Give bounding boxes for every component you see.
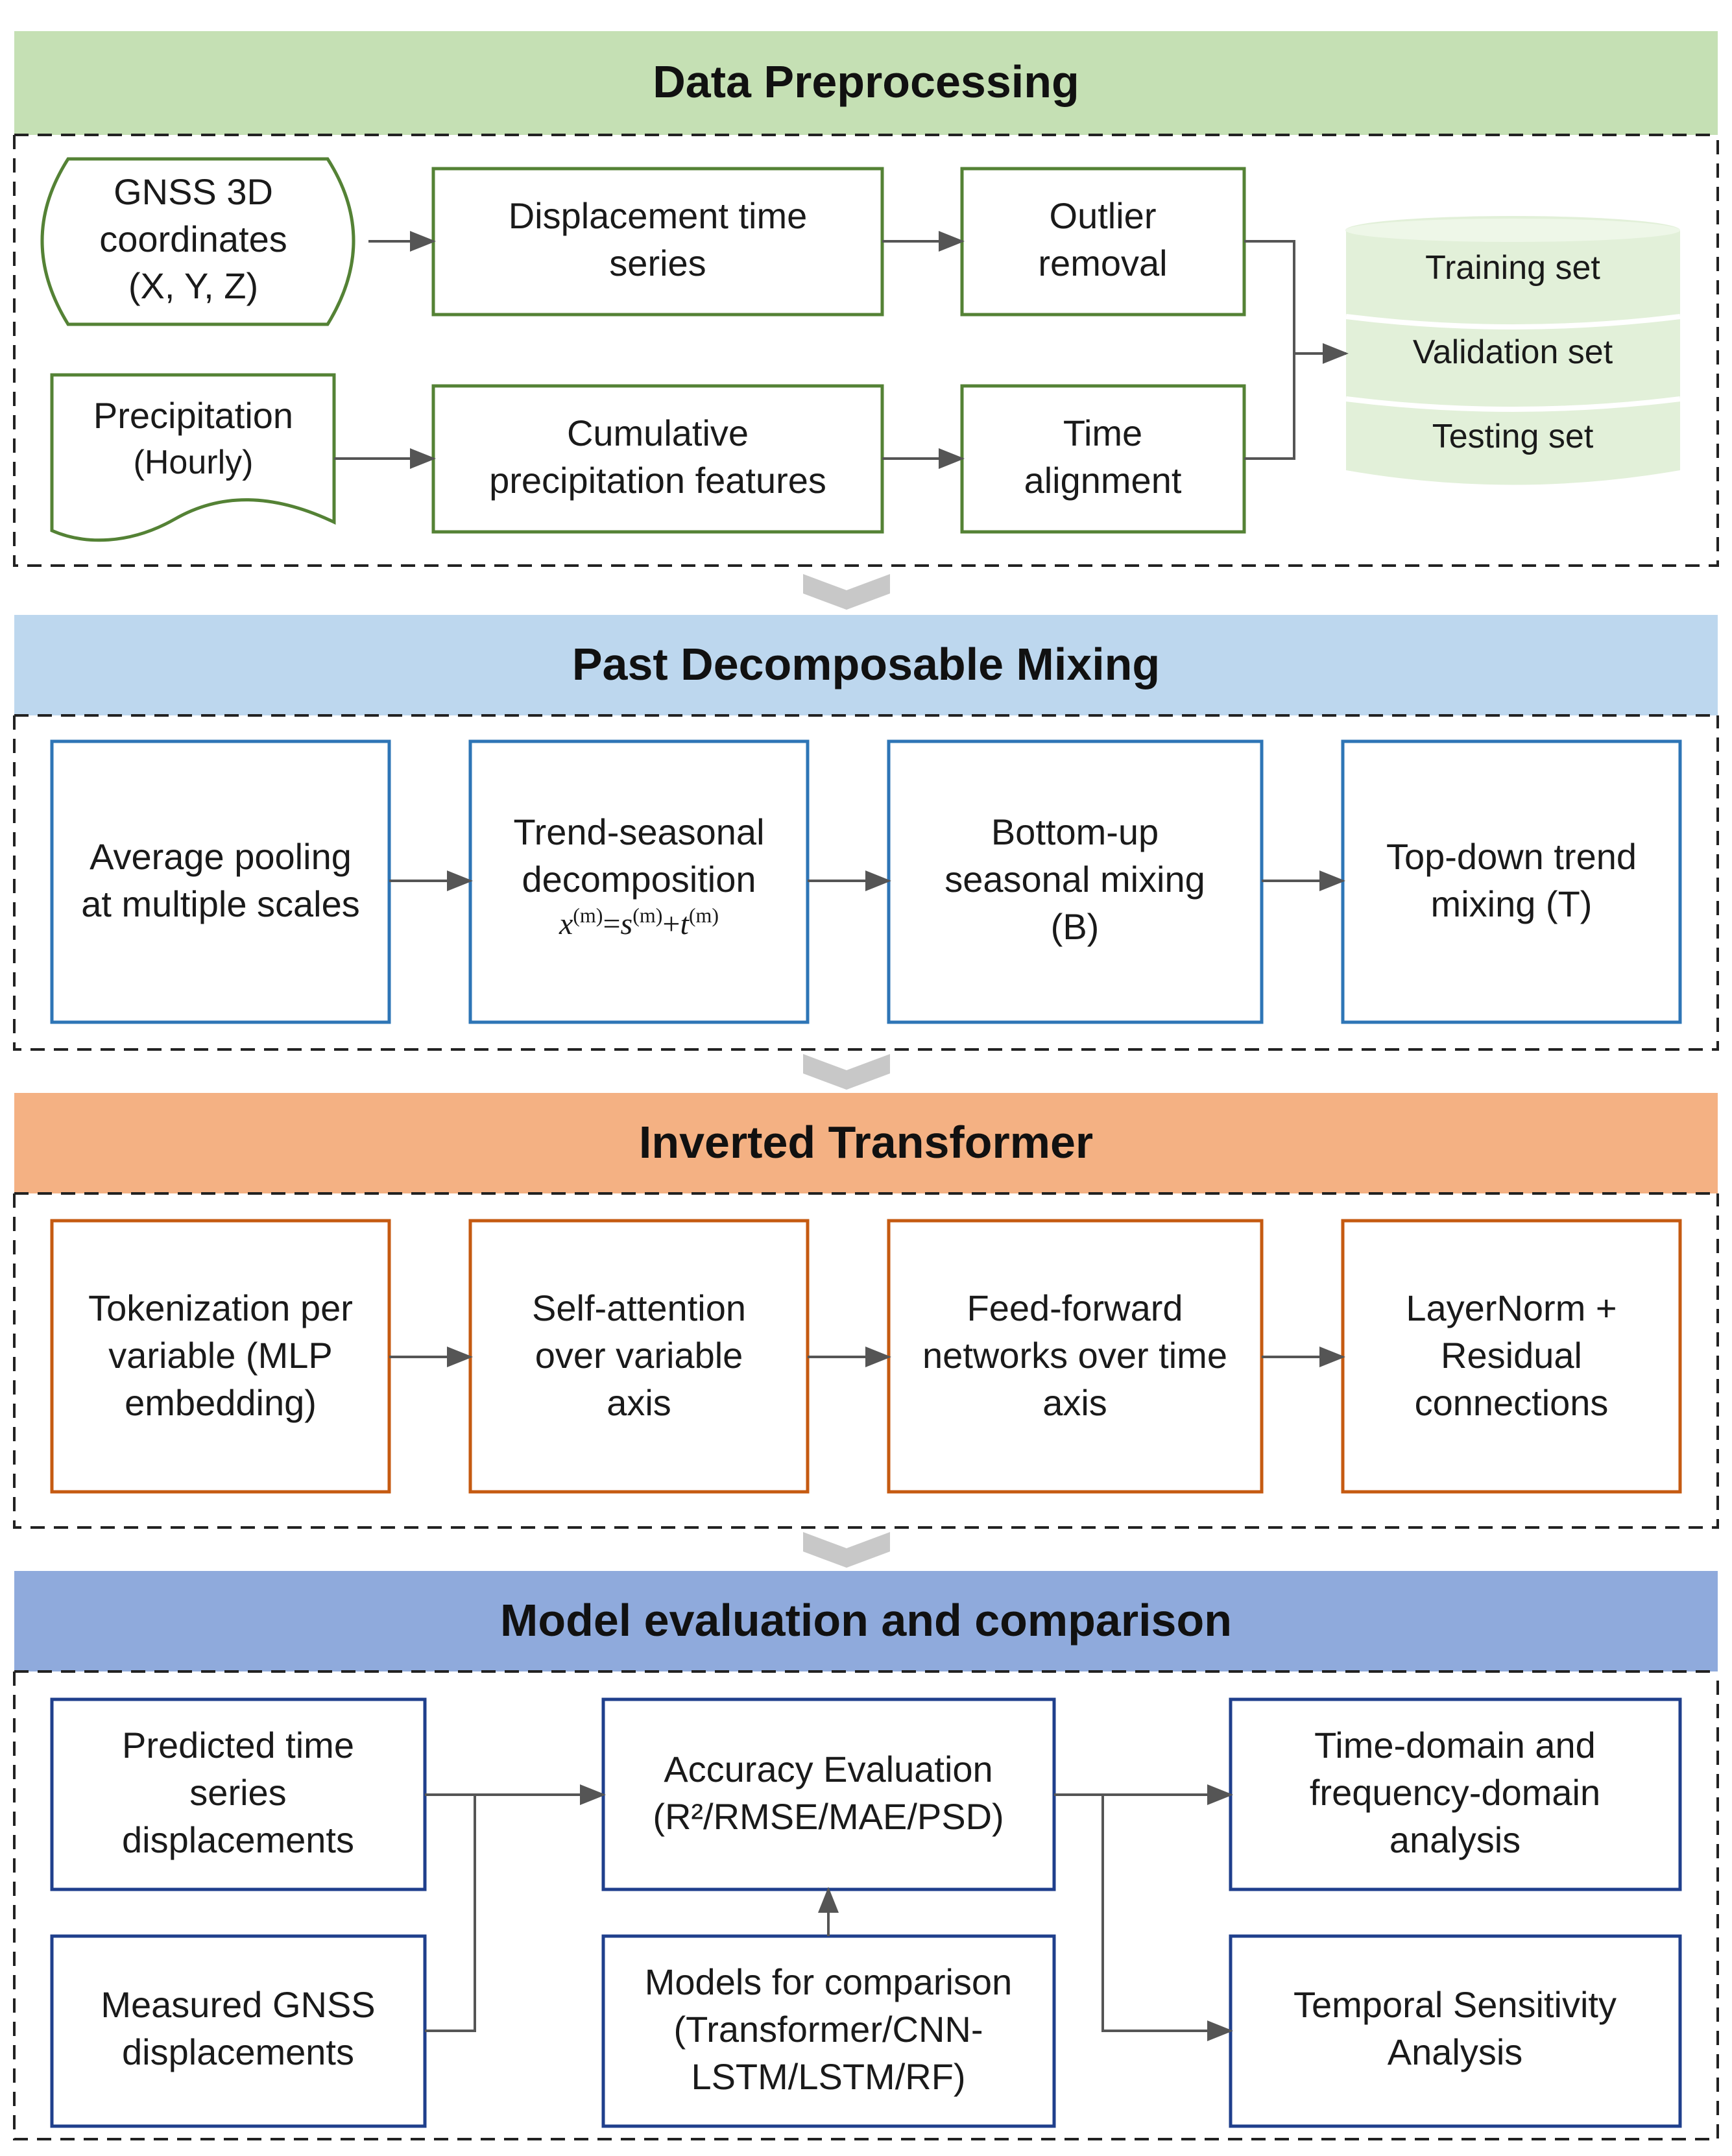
svg-text:precipitation features: precipitation features xyxy=(489,460,826,501)
chevron-down-icon xyxy=(803,1054,890,1090)
section-inverted-transformer: Inverted Transformer Tokenization per va… xyxy=(13,1093,1719,1529)
svg-text:Cumulative: Cumulative xyxy=(567,413,749,453)
header-inverted-transformer xyxy=(14,1093,1718,1193)
svg-text:removal: removal xyxy=(1038,243,1167,283)
svg-text:variable (MLP: variable (MLP xyxy=(108,1335,332,1376)
measured-gnss-box: Measured GNSS displacements xyxy=(50,1934,427,2128)
predicted-time-series-box: Predicted time series displacements xyxy=(50,1697,427,1891)
trend-seasonal-decomposition-box: Trend-seasonal decomposition x(m)=s(m)+t… xyxy=(468,739,810,1024)
svg-text:Temporal Sensitivity: Temporal Sensitivity xyxy=(1293,1984,1617,2025)
svg-text:Time: Time xyxy=(1063,413,1142,453)
time-frequency-analysis-box: Time-domain and frequency-domain analysi… xyxy=(1229,1697,1682,1891)
evaluation-arrows xyxy=(425,1784,1233,2041)
svg-text:series: series xyxy=(189,1772,286,1813)
preprocessing-arrows xyxy=(334,231,1349,469)
svg-text:Models for comparison: Models for comparison xyxy=(645,1961,1012,2002)
header-past-decomposable-mixing xyxy=(14,615,1718,715)
title-data-preprocessing: Data Preprocessing xyxy=(653,56,1079,107)
svg-text:Predicted time: Predicted time xyxy=(122,1725,354,1766)
svg-text:networks over time: networks over time xyxy=(922,1335,1227,1376)
chevron-down-icon xyxy=(803,1532,890,1568)
svg-text:Self-attention: Self-attention xyxy=(532,1288,746,1328)
top-down-trend-mixing-box: Top-down trend mixing (T) xyxy=(1341,739,1682,1024)
svg-text:seasonal mixing: seasonal mixing xyxy=(944,859,1205,900)
svg-text:GNSS 3D: GNSS 3D xyxy=(114,171,273,212)
models-for-comparison-box: Models for comparison (Transformer/CNN- … xyxy=(601,1934,1056,2128)
frame-data-preprocessing xyxy=(13,135,1719,567)
section-past-decomposable-mixing: Past Decomposable Mixing Average pooling… xyxy=(13,615,1719,1051)
header-data-preprocessing xyxy=(14,31,1718,135)
frame-inverted-transformer xyxy=(13,1193,1719,1529)
svg-text:alignment: alignment xyxy=(1024,460,1182,501)
gnss-coordinates-node: GNSS 3D coordinates (X, Y, Z) xyxy=(40,157,355,326)
accuracy-evaluation-box: Accuracy Evaluation (R²/RMSE/MAE/PSD) xyxy=(601,1697,1056,1891)
title-inverted-transformer: Inverted Transformer xyxy=(639,1117,1093,1168)
testing-set-label: Testing set xyxy=(1432,418,1594,455)
svg-text:Time-domain and: Time-domain and xyxy=(1314,1725,1596,1766)
svg-text:(B): (B) xyxy=(1051,906,1100,947)
validation-set-label: Validation set xyxy=(1413,333,1613,371)
decomposition-formula: x(m)=s(m)+t(m) xyxy=(559,904,719,941)
svg-text:Bottom-up: Bottom-up xyxy=(991,811,1159,852)
svg-text:Precipitation: Precipitation xyxy=(93,395,293,436)
feed-forward-box: Feed-forward networks over time axis xyxy=(887,1219,1264,1494)
cumulative-precipitation-box: Cumulative precipitation features xyxy=(431,384,884,534)
svg-text:LSTM/LSTM/RF): LSTM/LSTM/RF) xyxy=(691,2056,965,2097)
layernorm-residual-box: LayerNorm + Residual connections xyxy=(1341,1219,1682,1494)
svg-text:series: series xyxy=(609,243,706,283)
svg-text:frequency-domain: frequency-domain xyxy=(1310,1772,1600,1813)
outlier-removal-box: Outlier removal xyxy=(960,167,1246,317)
frame-past-decomposable-mixing xyxy=(13,715,1719,1051)
svg-text:Trend-seasonal: Trend-seasonal xyxy=(513,811,764,852)
precipitation-node: Precipitation (Hourly) xyxy=(50,373,336,542)
chevron-down-icon xyxy=(803,574,890,610)
training-set-label: Training set xyxy=(1425,249,1600,287)
svg-text:Top-down trend: Top-down trend xyxy=(1386,836,1637,877)
svg-text:over variable: over variable xyxy=(535,1335,743,1376)
svg-text:decomposition: decomposition xyxy=(522,859,756,900)
section-model-evaluation: Model evaluation and comparison Predicte… xyxy=(13,1571,1719,2140)
svg-text:analysis: analysis xyxy=(1389,1819,1521,1860)
svg-text:connections: connections xyxy=(1415,1382,1609,1423)
svg-text:displacements: displacements xyxy=(122,1819,354,1860)
tokenization-box: Tokenization per variable (MLP embedding… xyxy=(50,1219,391,1494)
svg-text:at multiple scales: at multiple scales xyxy=(81,883,360,924)
svg-text:embedding): embedding) xyxy=(125,1382,317,1423)
frame-model-evaluation xyxy=(13,1671,1719,2140)
svg-text:axis: axis xyxy=(1042,1382,1107,1423)
svg-text:displacements: displacements xyxy=(122,2031,354,2072)
svg-text:(Transformer/CNN-: (Transformer/CNN- xyxy=(673,2009,983,2050)
time-alignment-box: Time alignment xyxy=(960,384,1246,534)
temporal-sensitivity-box: Temporal Sensitivity Analysis xyxy=(1229,1934,1682,2128)
svg-text:Average pooling: Average pooling xyxy=(90,836,352,877)
svg-text:LayerNorm +: LayerNorm + xyxy=(1406,1288,1617,1328)
title-past-decomposable-mixing: Past Decomposable Mixing xyxy=(572,639,1160,689)
self-attention-box: Self-attention over variable axis xyxy=(468,1219,810,1494)
svg-text:Measured GNSS: Measured GNSS xyxy=(101,1984,375,2025)
svg-text:coordinates: coordinates xyxy=(99,219,287,259)
svg-text:mixing (T): mixing (T) xyxy=(1431,883,1593,924)
section-data-preprocessing: Data Preprocessing GNSS 3D coordinates (… xyxy=(13,31,1719,567)
svg-text:Tokenization per: Tokenization per xyxy=(88,1288,353,1328)
title-model-evaluation: Model evaluation and comparison xyxy=(500,1595,1232,1646)
svg-text:(R²/RMSE/MAE/PSD): (R²/RMSE/MAE/PSD) xyxy=(653,1796,1004,1837)
svg-text:(X, Y, Z): (X, Y, Z) xyxy=(128,265,258,306)
svg-text:Outlier: Outlier xyxy=(1050,195,1157,236)
bottom-up-seasonal-mixing-box: Bottom-up seasonal mixing (B) xyxy=(887,739,1264,1024)
svg-text:Feed-forward: Feed-forward xyxy=(967,1288,1183,1328)
average-pooling-box: Average pooling at multiple scales xyxy=(50,739,391,1024)
svg-text:(Hourly): (Hourly) xyxy=(134,444,254,481)
dataset-split-database-icon: Training set Validation set Testing set xyxy=(1345,216,1681,485)
svg-text:Analysis: Analysis xyxy=(1388,2031,1523,2072)
displacement-time-series-box: Displacement time series xyxy=(431,167,884,317)
header-model-evaluation xyxy=(14,1571,1718,1671)
svg-text:Residual: Residual xyxy=(1441,1335,1582,1376)
svg-text:Displacement time: Displacement time xyxy=(509,195,808,236)
svg-text:Accuracy Evaluation: Accuracy Evaluation xyxy=(664,1749,992,1790)
svg-text:axis: axis xyxy=(607,1382,671,1423)
